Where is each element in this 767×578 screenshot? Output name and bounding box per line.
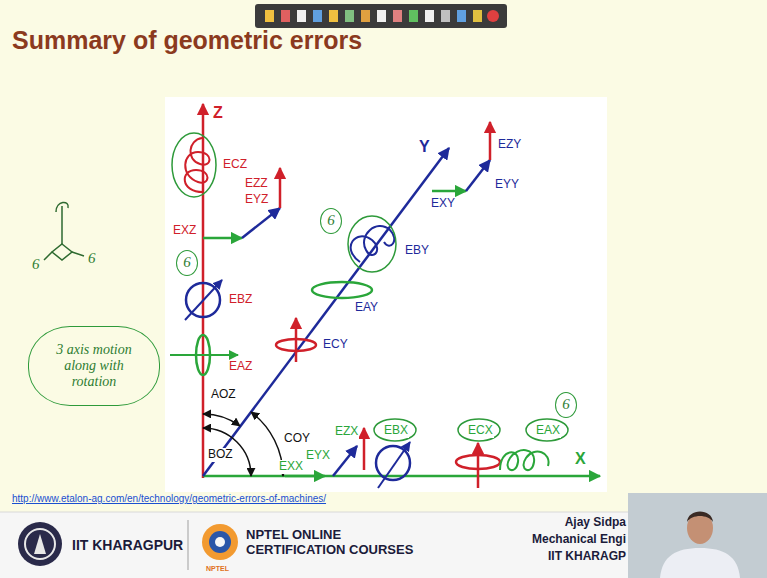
handwritten-number: 6 — [88, 250, 96, 267]
error-label: EXZ — [172, 224, 197, 238]
circled-number: 6 — [176, 250, 198, 276]
slide-title: Summary of geometric errors — [12, 26, 362, 55]
institute-name: IIT KHARAGPUR — [72, 537, 183, 553]
source-link: http://www.etalon-ag.com/en/technology/g… — [12, 493, 326, 505]
axis-label: Y — [418, 138, 431, 156]
error-label: ECX — [467, 424, 494, 438]
error-label: EBY — [404, 244, 430, 258]
error-label: EYY — [494, 178, 520, 192]
error-label: EXX — [278, 460, 304, 474]
error-label: EZX — [334, 425, 359, 439]
number-text: 6 — [327, 212, 335, 229]
department-name: Mechanical Engi — [532, 533, 626, 547]
number-text: 6 — [562, 396, 570, 413]
error-label: EZY — [497, 138, 522, 152]
handwritten-number: 6 — [32, 256, 40, 273]
error-label: EYZ — [244, 193, 269, 207]
error-label: ECY — [322, 338, 349, 352]
axis-label: X — [574, 450, 587, 468]
error-label: EYX — [305, 449, 331, 463]
number-text: 6 — [183, 254, 191, 271]
error-label: ECZ — [222, 158, 248, 172]
note-text: 3 axis motion along with rotation — [41, 342, 147, 390]
error-label: EBX — [383, 424, 409, 438]
error-label: EBZ — [228, 293, 253, 307]
handwritten-note: 3 axis motion along with rotation — [28, 326, 160, 406]
axis-label: Z — [212, 104, 224, 122]
error-label: EXY — [430, 197, 456, 211]
error-label: EAZ — [228, 360, 253, 374]
lecturer-name: Ajay Sidpa — [565, 516, 626, 530]
error-label: EAX — [535, 424, 561, 438]
circled-number: 6 — [320, 208, 342, 234]
circled-number: 6 — [555, 392, 577, 418]
institute-name: IIT KHARAGP — [548, 550, 626, 564]
course-name: NPTEL ONLINE CERTIFICATION COURSES — [246, 528, 441, 558]
angle-label: COY — [283, 432, 311, 446]
error-label: EZZ — [244, 177, 269, 191]
error-label: EAY — [354, 301, 379, 315]
angle-label: AOZ — [210, 388, 237, 402]
angle-label: BOZ — [207, 448, 234, 462]
logo-caption: NPTEL — [206, 565, 229, 573]
